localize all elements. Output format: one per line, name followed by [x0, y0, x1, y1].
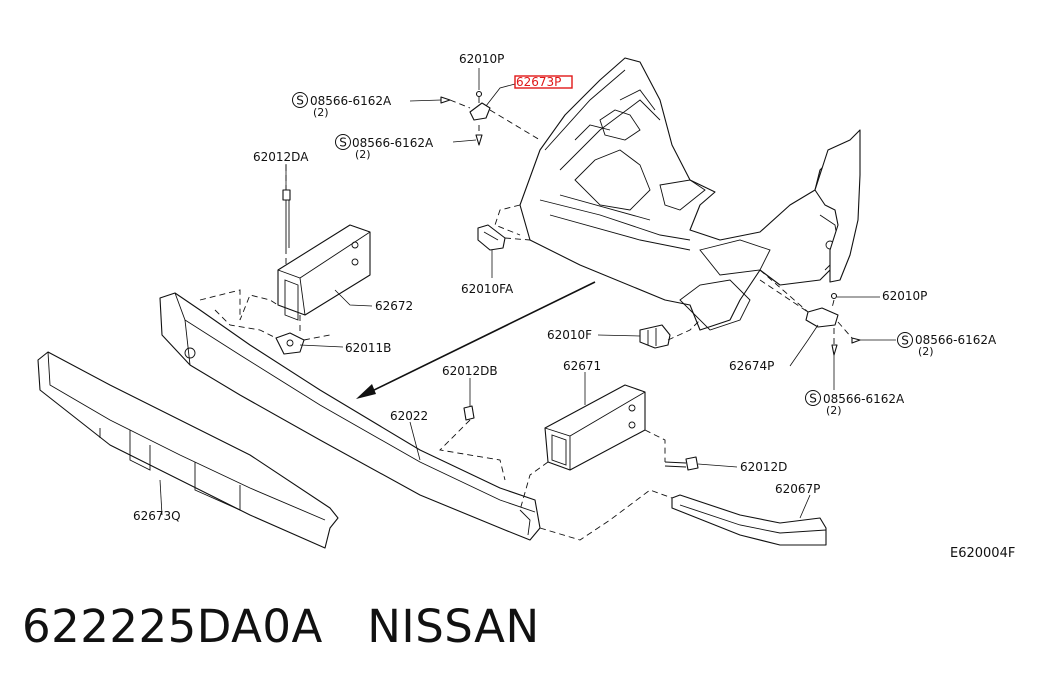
- label-62067p: 62067P: [775, 482, 820, 496]
- bracket-62672: [277, 189, 371, 321]
- label-62674p: 62674P: [729, 359, 774, 373]
- label-62010fa: 62010FA: [461, 282, 514, 296]
- parts-diagram: S S S S 62010P 62673P 08566-6162A (2) 08…: [37, 52, 1015, 561]
- label-bolt-4-qty: (2): [826, 404, 842, 417]
- svg-text:S: S: [339, 136, 347, 150]
- label-bolt-1-qty: (2): [313, 106, 329, 119]
- part-caption: 622225DA0A NISSAN: [22, 600, 540, 660]
- label-62673p: 62673P: [516, 75, 561, 89]
- label-62012db: 62012DB: [442, 364, 498, 378]
- bolt-62012d: [664, 456, 699, 471]
- s-marker-3: S: [897, 332, 913, 348]
- nut-62011b: [275, 332, 305, 355]
- radiator-core-support: [519, 57, 856, 331]
- bracket-62674p: [759, 269, 861, 356]
- label-62022: 62022: [390, 409, 428, 423]
- s-marker-1: S: [292, 92, 308, 108]
- bracket-62671: [544, 384, 646, 471]
- absorber-62673q: [37, 351, 339, 549]
- label-bolt-2: 08566-6162A: [352, 136, 434, 150]
- fender: [814, 129, 861, 283]
- label-bolt-3-qty: (2): [918, 345, 934, 358]
- label-62010f: 62010F: [547, 328, 592, 342]
- label-bolt-1: 08566-6162A: [310, 94, 392, 108]
- label-bolt-4: 08566-6162A: [823, 392, 905, 406]
- bracket-62010fa: [477, 224, 506, 251]
- direction-arrow: [356, 281, 596, 399]
- label-62010p-top: 62010P: [459, 52, 504, 66]
- bracket-62067p: [671, 494, 827, 546]
- clip-62010f: [639, 324, 671, 349]
- svg-text:S: S: [901, 334, 909, 348]
- leader-lines: [159, 68, 896, 519]
- label-62010p-right: 62010P: [882, 289, 927, 303]
- label-bolt-3: 08566-6162A: [915, 333, 997, 347]
- label-62672: 62672: [375, 299, 413, 313]
- label-bolt-2-qty: (2): [355, 148, 371, 161]
- label-62012d: 62012D: [740, 460, 787, 474]
- s-marker-4: S: [805, 390, 821, 406]
- label-62011b: 62011B: [345, 341, 391, 355]
- brand-name: NISSAN: [367, 600, 540, 653]
- label-62673q: 62673Q: [133, 509, 181, 523]
- highlight-box: [514, 75, 573, 89]
- label-62671: 62671: [563, 359, 601, 373]
- svg-text:S: S: [296, 94, 304, 108]
- bolt-62012db: [463, 405, 475, 421]
- diagram-code: E620004F: [950, 546, 1015, 561]
- svg-text:S: S: [809, 392, 817, 406]
- part-number: 622225DA0A: [22, 600, 323, 653]
- s-marker-2: S: [335, 134, 351, 150]
- reinforcement-62022: [159, 292, 541, 541]
- label-62012da: 62012DA: [253, 150, 309, 164]
- bracket-62673p: [440, 90, 541, 146]
